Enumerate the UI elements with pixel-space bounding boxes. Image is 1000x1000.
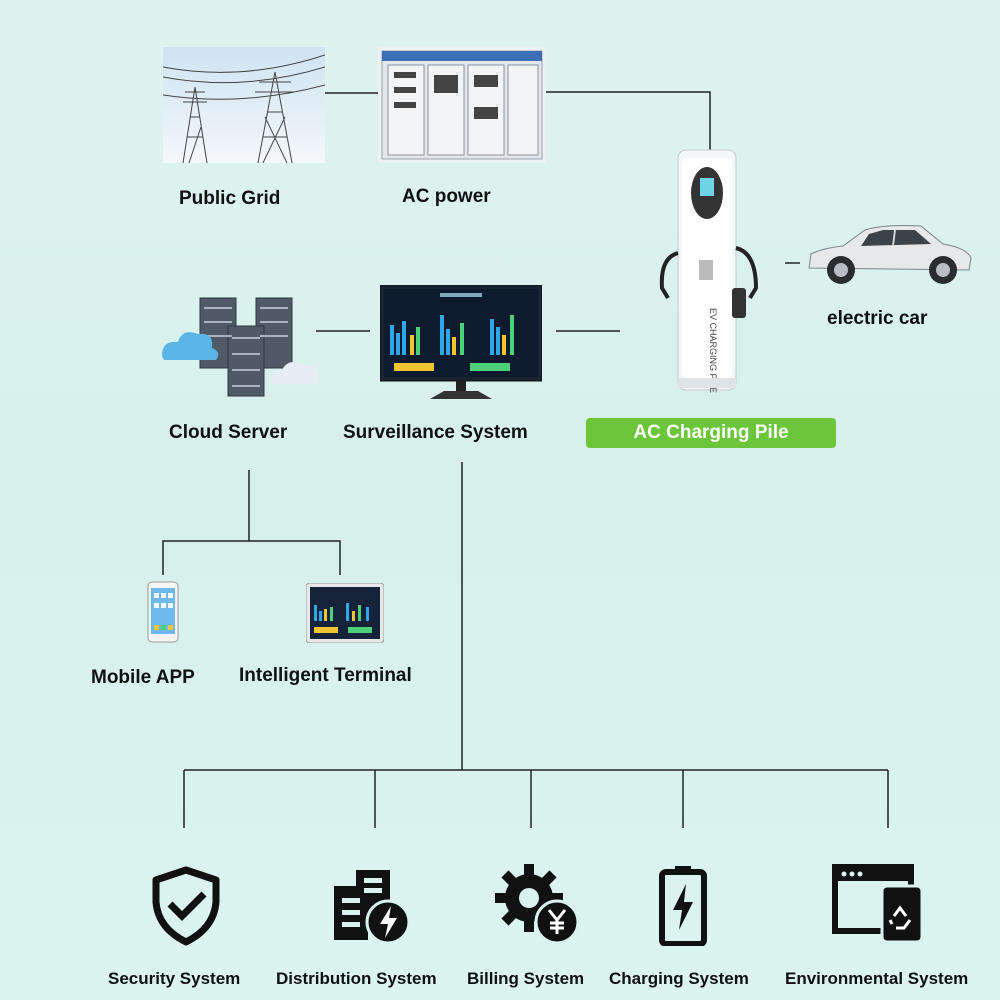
- subsystem-label-environmental: Environmental System: [785, 969, 969, 988]
- shield-check-icon: [152, 866, 220, 946]
- ev-charger-icon: EV CHARGING PILE: [659, 149, 759, 393]
- power-tower-icon: [163, 47, 325, 163]
- line-ac-pile: [546, 91, 711, 152]
- cloud-server-icon: [162, 297, 319, 397]
- switchgear-cabinet-icon: [378, 47, 546, 163]
- line-cloud-terminal: [249, 540, 341, 575]
- intelligent-terminal-label: Intelligent Terminal: [239, 665, 412, 686]
- subsystem-label-billing: Billing System: [467, 969, 585, 988]
- ac-power-label: AC power: [402, 186, 491, 207]
- electric-car-label: electric car: [827, 308, 928, 329]
- line-cloud-mobile: [162, 470, 250, 575]
- charger-brand-text: EV CHARGING PILE: [708, 308, 718, 393]
- building-lightning-icon: [334, 870, 411, 945]
- subsystem-label-security: Security System: [108, 969, 241, 988]
- battery-bolt-icon: [659, 866, 707, 946]
- cloud-server-label: Cloud Server: [169, 422, 288, 443]
- subsystem-label-distribution: Distribution System: [276, 969, 437, 988]
- public-grid-label: Public Grid: [179, 188, 281, 209]
- tablet-terminal-icon: [306, 583, 384, 643]
- surveillance-system-label: Surveillance System: [343, 422, 528, 443]
- subsystem-label-charging: Charging System: [609, 969, 749, 988]
- gear-yen-icon: [495, 864, 580, 945]
- window-recycle-icon: [832, 864, 924, 944]
- mobile-phone-icon: [147, 581, 179, 643]
- monitor-dashboard-icon: [380, 285, 542, 399]
- mobile-app-label: Mobile APP: [91, 667, 195, 688]
- electric-car-icon: [808, 225, 972, 284]
- ac-charging-pile-badge: AC Charging Pile: [586, 418, 836, 448]
